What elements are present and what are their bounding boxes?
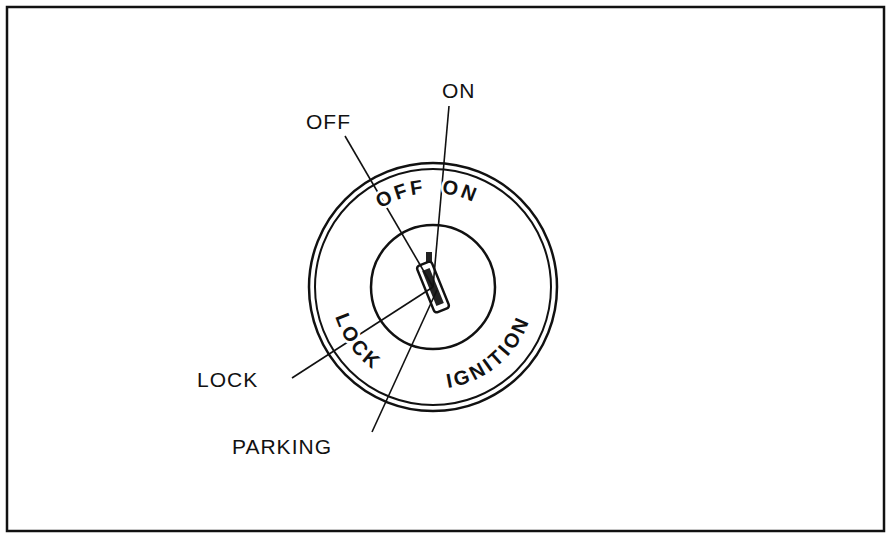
position-label: OFF — [306, 111, 351, 132]
dial-marking: ON — [441, 175, 483, 206]
text-arc — [367, 236, 535, 389]
leader-lines — [292, 106, 449, 432]
position-label: ON — [442, 80, 476, 101]
position-label: LOCK — [197, 369, 258, 390]
text-arc — [331, 216, 478, 389]
dial-marking: IGNITION — [444, 312, 534, 392]
dial-marking: LOCK — [331, 310, 386, 374]
position-label: PARKING — [232, 436, 332, 457]
frame — [7, 7, 884, 531]
text-arc — [349, 193, 527, 297]
dial-marking: OFF — [372, 175, 427, 212]
text-arc — [339, 193, 515, 302]
